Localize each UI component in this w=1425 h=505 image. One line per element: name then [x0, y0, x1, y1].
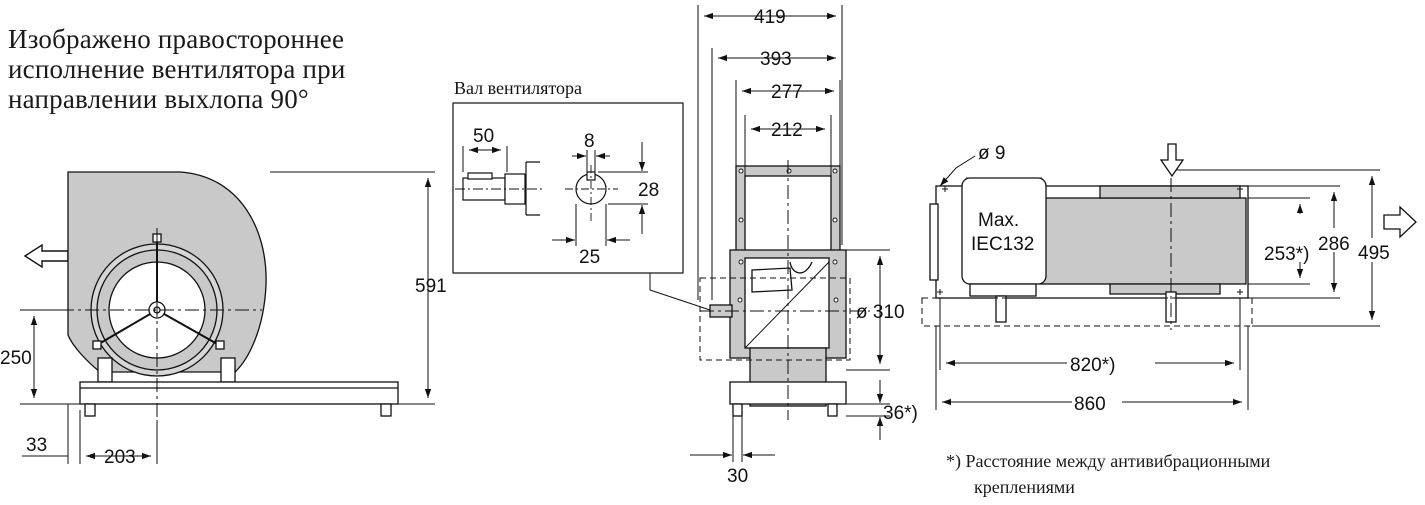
dim-8: 8: [584, 131, 595, 152]
dim-50: 50: [473, 126, 494, 147]
dim-25: 25: [579, 247, 600, 268]
dim-250: 250: [0, 348, 32, 369]
dim-591: 591: [415, 276, 447, 297]
dim-820: 820*): [1070, 355, 1115, 376]
footnote-line-1: *) Расстояние между антивибрационными: [946, 451, 1271, 471]
shaft-detail: [452, 102, 717, 313]
motor-label-iec: IEC132: [971, 234, 1034, 255]
exhaust-arrow-icon: [23, 243, 69, 269]
outlet-arrow-icon: [1383, 205, 1417, 239]
side-view: [20, 171, 435, 464]
footnote: *) Расстояние между антивибрационными кр…: [946, 448, 1416, 500]
footnote-line-2: креплениями: [974, 477, 1075, 497]
dim-33: 33: [26, 435, 47, 456]
dim-277: 277: [771, 82, 803, 103]
front-view: [690, 5, 890, 462]
dim-253: 253*): [1264, 244, 1309, 265]
dim-860: 860: [1074, 394, 1106, 415]
dim-393: 393: [760, 49, 792, 70]
top-view: [921, 143, 1417, 410]
dim-212: 212: [771, 120, 803, 141]
dim-310: ø 310: [856, 302, 905, 323]
caption-line-3: направлении выхлопа 90°: [8, 84, 309, 114]
dim-30: 30: [727, 466, 748, 487]
dim-495: 495: [1358, 243, 1390, 264]
dim-hole-9: ø 9: [978, 143, 1005, 164]
motor-label-max: Max.: [978, 210, 1019, 231]
dim-419: 419: [754, 7, 786, 28]
dim-286: 286: [1318, 234, 1350, 255]
shaft-box-title: Вал вентилятора: [454, 78, 582, 98]
dim-36: 36*): [883, 403, 918, 424]
dim-28: 28: [638, 180, 659, 201]
inlet-arrow-icon: [1159, 143, 1185, 178]
dim-203: 203: [104, 447, 136, 468]
